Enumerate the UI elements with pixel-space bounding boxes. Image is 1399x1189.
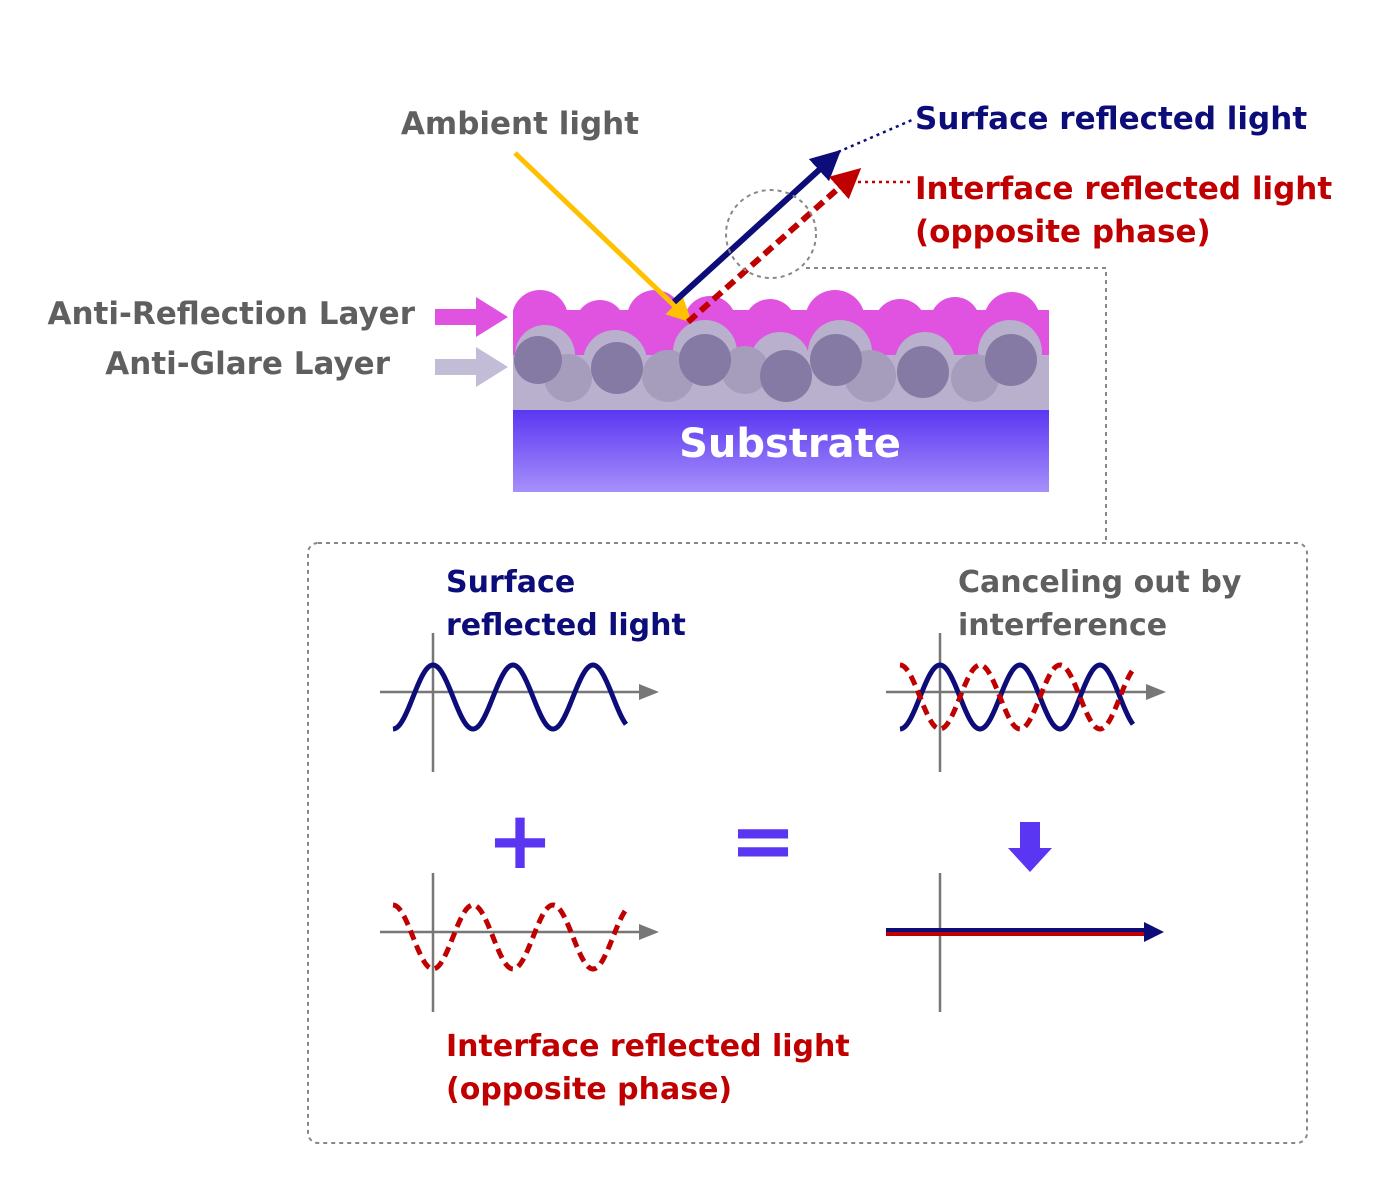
interface-wave <box>392 902 629 972</box>
interface-wave-plot <box>380 873 659 1012</box>
zoom-circle <box>725 189 817 279</box>
anti-glare-layer-label: Anti-Glare Layer <box>105 346 390 382</box>
interface-reflected-ray <box>686 168 862 325</box>
canceling-label-line2: interference <box>958 608 1167 643</box>
surface-wave <box>899 662 1136 732</box>
ambient-light-ray <box>513 151 693 323</box>
result-plot <box>886 873 1164 1012</box>
surface-reflected-ray-dotted <box>837 118 913 154</box>
surface-detail-label-line2: reflected light <box>446 608 686 643</box>
interface-phase-label: (opposite phase) <box>915 214 1211 250</box>
interference-detail-box <box>307 542 1308 1144</box>
equals-sign: = <box>729 794 796 887</box>
canceling-label-line1: Canceling out by <box>958 565 1242 600</box>
ambient-light-label: Ambient light <box>401 106 639 142</box>
down-arrow-icon <box>1008 822 1052 872</box>
canceling-wave-plot <box>886 633 1166 772</box>
anti-glare-pointer <box>435 347 508 387</box>
plus-sign: + <box>486 794 553 887</box>
surface-reflected-ray <box>671 149 842 305</box>
substrate-block <box>513 410 1049 492</box>
surface-wave-plot <box>380 633 659 772</box>
anti-glare-coating <box>513 320 1049 410</box>
result-arrowhead <box>1144 922 1164 942</box>
anti-reflection-pointer <box>435 297 508 337</box>
zoom-connector <box>806 267 1107 543</box>
anti-reflection-layer-label: Anti-Reflection Layer <box>48 296 416 332</box>
layer-stack: Substrate <box>513 290 1049 492</box>
interface-detail-label-line2: (opposite phase) <box>446 1072 732 1107</box>
surface-wave <box>392 662 629 732</box>
interface-reflected-label: Interface reflected light <box>915 171 1332 207</box>
surface-detail-label-line1: Surface <box>446 565 575 600</box>
surface-reflected-label: Surface reflected light <box>915 101 1307 137</box>
interface-detail-label-line1: Interface reflected light <box>446 1029 850 1064</box>
substrate-label: Substrate <box>679 421 901 467</box>
interface-wave <box>899 662 1136 732</box>
